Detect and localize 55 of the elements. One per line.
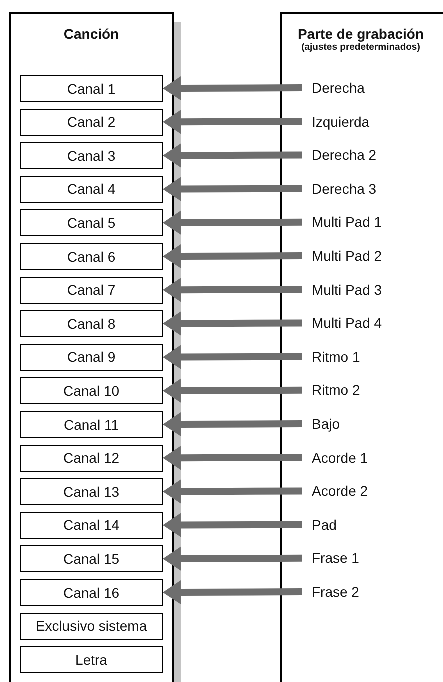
part-label: Derecha xyxy=(302,77,432,99)
channel-box: Canal 16 xyxy=(20,579,163,606)
arrow xyxy=(163,312,302,336)
channel-box: Canal 11 xyxy=(20,411,163,438)
column-panel xyxy=(280,12,443,682)
arrow xyxy=(163,412,302,436)
channel-box: Canal 8 xyxy=(20,310,163,338)
arrow xyxy=(163,378,302,403)
channel-box: Canal 3 xyxy=(20,142,163,170)
channel-box: Canal 1 xyxy=(20,75,163,102)
part-label: Multi Pad 1 xyxy=(302,211,432,234)
channel-box: Canal 6 xyxy=(20,243,163,270)
channel-box: Canal 10 xyxy=(20,377,163,404)
part-label: Ritmo 2 xyxy=(302,379,432,402)
channel-box: Exclusivo sistema xyxy=(20,612,163,640)
part-label: Pad xyxy=(302,514,432,536)
channel-box: Canal 15 xyxy=(20,545,163,572)
arrow xyxy=(163,110,302,134)
column-subheading: (ajustes predeterminados) xyxy=(300,42,422,53)
column-heading: Parte de grabación xyxy=(296,26,426,42)
part-label: Acorde 1 xyxy=(302,446,432,469)
channel-box: Canal 2 xyxy=(20,108,163,136)
part-label: Ritmo 1 xyxy=(302,346,432,368)
part-label: Izquierda xyxy=(302,110,432,133)
part-label: Frase 1 xyxy=(302,547,432,570)
channel-box: Canal 5 xyxy=(20,209,163,236)
arrow xyxy=(163,278,302,302)
arrow xyxy=(163,210,302,235)
part-label: Bajo xyxy=(302,413,432,435)
channel-box: Canal 12 xyxy=(20,444,163,472)
arrow xyxy=(163,345,302,370)
arrow xyxy=(163,177,302,202)
channel-box: Canal 7 xyxy=(20,276,163,304)
part-label: Multi Pad 2 xyxy=(302,245,432,267)
channel-box: Letra xyxy=(20,646,163,674)
column-heading: Canción xyxy=(62,26,120,42)
arrow xyxy=(163,144,302,168)
channel-box: Canal 14 xyxy=(20,512,163,539)
part-label: Frase 2 xyxy=(302,581,432,603)
arrow xyxy=(163,446,302,470)
part-label: Derecha 2 xyxy=(302,144,432,166)
arrow xyxy=(163,480,302,504)
part-label: Derecha 3 xyxy=(302,178,432,200)
channel-box: Canal 4 xyxy=(20,176,163,203)
arrow xyxy=(163,244,302,268)
arrow xyxy=(163,580,302,604)
part-label: Acorde 2 xyxy=(302,480,432,502)
channel-box: Canal 9 xyxy=(20,344,163,371)
part-label: Multi Pad 3 xyxy=(302,278,432,301)
channel-box: Canal 13 xyxy=(20,478,163,506)
column-panel xyxy=(9,12,174,682)
arrow xyxy=(163,546,302,571)
part-label: Multi Pad 4 xyxy=(302,312,432,334)
arrow xyxy=(163,76,302,100)
arrow xyxy=(163,513,302,538)
